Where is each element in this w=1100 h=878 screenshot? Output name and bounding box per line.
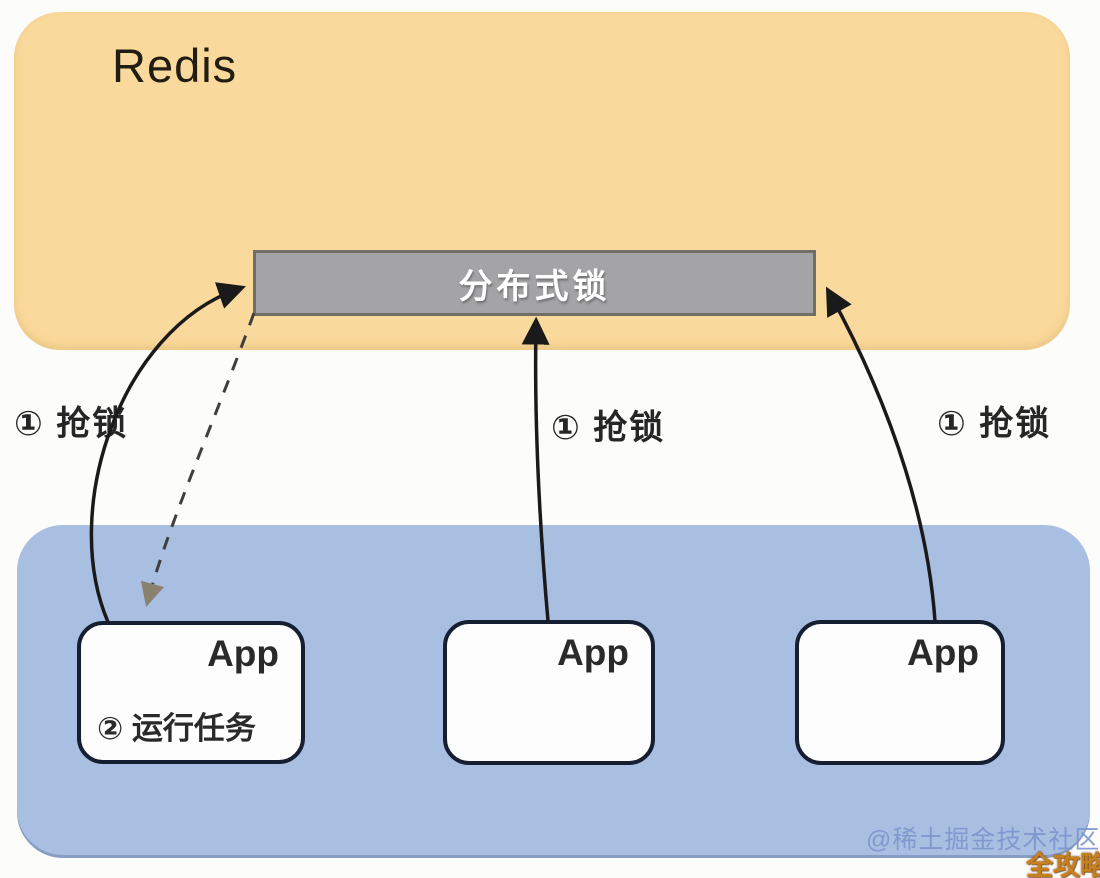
app-node-3-label: App — [907, 632, 979, 673]
redis-title: Redis — [112, 39, 238, 92]
grab-lock-label-right: ① 抢锁 — [937, 405, 1052, 443]
watermark-handle: @稀土掘金技术社区 — [866, 826, 1100, 854]
grab-lock-label-left: ① 抢锁 — [14, 405, 129, 443]
run-task-label: ② 运行任务 — [97, 711, 256, 746]
watermark-badge: 全攻略 — [1026, 851, 1100, 878]
app-node-1-label: App — [207, 633, 279, 674]
distributed-lock-label: 分布式锁 — [458, 267, 611, 306]
app-node-2: App — [443, 620, 655, 765]
app-node-2-label: App — [557, 632, 629, 673]
app-node-1: App ② 运行任务 — [77, 621, 305, 764]
grab-lock-label-middle: ① 抢锁 — [551, 409, 666, 447]
app-node-3: App — [795, 620, 1005, 765]
distributed-lock-bar: 分布式锁 — [253, 250, 816, 316]
